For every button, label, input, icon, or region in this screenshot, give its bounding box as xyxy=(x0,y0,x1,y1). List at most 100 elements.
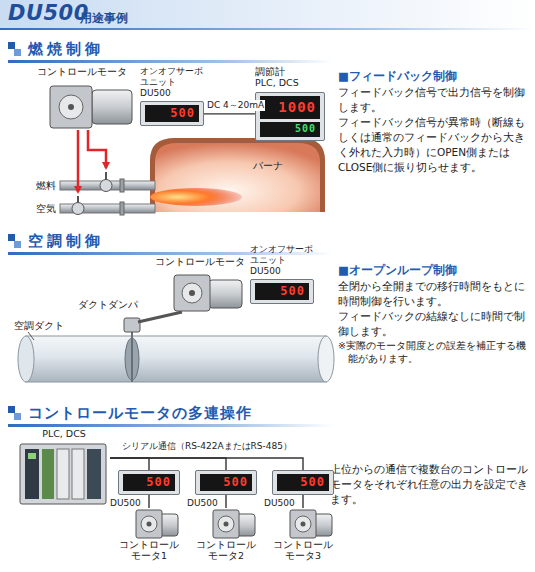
fuel-air-pipes xyxy=(60,179,155,215)
serial-bus-line xyxy=(110,458,303,470)
servo-unit: DU500500 xyxy=(272,470,334,495)
part-label: 空調ダクト xyxy=(14,319,64,332)
air-duct xyxy=(131,330,133,382)
burner-furnace: バーナ xyxy=(150,138,325,212)
node-text: バーナ xyxy=(210,160,325,171)
control-motor-figures xyxy=(136,510,332,538)
unit-housing: 500 xyxy=(195,470,257,495)
title-text: DU500 xyxy=(8,1,89,25)
unit-housing: 500 xyxy=(118,470,180,495)
valves xyxy=(100,180,112,192)
description: フィードバックの結線なしに時間で制御します。 xyxy=(338,309,528,339)
valves xyxy=(77,196,79,203)
section-heading-bars xyxy=(8,60,333,63)
control-motor: コントロールモータ xyxy=(22,66,142,146)
part-label: ダクトダンパ xyxy=(78,298,138,311)
plc-rack xyxy=(42,449,54,499)
servo-unit: オンオフサーボ ユニット DU500 500 xyxy=(140,66,204,126)
control-motor: コントロール モータ3 xyxy=(268,508,338,564)
section-heading: コントロールモータの多連操作 xyxy=(28,403,252,424)
pipe-label: 燃料 xyxy=(36,179,56,193)
control-motor: コントロールモータ xyxy=(150,256,250,316)
display-digits: 1000 xyxy=(260,96,320,120)
air-duct xyxy=(18,330,334,382)
display-digits: 500 xyxy=(123,474,175,491)
section-heading: 燃焼制御 xyxy=(28,39,104,60)
control-motor-figure xyxy=(50,86,92,128)
display-digits: 500 xyxy=(200,474,252,491)
unit-housing: 500 xyxy=(272,470,334,495)
fuel-air-pipes xyxy=(120,202,124,215)
node-text: コントロールモータ xyxy=(150,256,250,267)
note: ※実際のモータ開度との誤差を補正する機能があります。 xyxy=(338,339,528,366)
signal-label: DC 4～20mA xyxy=(206,100,265,111)
display-digits: 500 xyxy=(255,283,309,300)
device-label: DU500 xyxy=(110,498,141,509)
plc-rack xyxy=(25,449,39,499)
display-digits: 500 xyxy=(277,474,329,491)
control-motor-figure xyxy=(50,86,132,128)
control-motor-figure xyxy=(182,283,202,303)
display-digits: 500 xyxy=(260,122,320,137)
plc-rack xyxy=(20,444,106,504)
controller: 調節計 PLC, DCS1000500 xyxy=(255,66,325,141)
furnace xyxy=(150,188,242,206)
section-heading-bars xyxy=(8,234,15,241)
fuel-air-pipes xyxy=(120,179,124,192)
subtitle: 用途事例 xyxy=(80,10,128,27)
controller-housing: 1000 500 xyxy=(255,92,325,141)
node-text: PLC, DCS xyxy=(18,428,110,439)
control-motor-figures xyxy=(290,510,332,538)
control-motor: コントロール モータ1 xyxy=(114,508,184,564)
topic-heading: ■オープンループ制御 xyxy=(338,262,528,278)
topic-heading: ■フィードバック制御 xyxy=(338,68,528,84)
control-motor: コントロール モータ2 xyxy=(191,508,261,564)
section-heading-bars xyxy=(8,42,333,427)
description: 全閉から全開までの移行時間をもとに時間制御を行います。 xyxy=(338,279,528,309)
furnace xyxy=(150,138,325,212)
signal-wire xyxy=(148,495,149,508)
control-motor-figures xyxy=(136,510,178,538)
node-text: コントロールモータ xyxy=(22,66,142,77)
furnace xyxy=(150,138,325,212)
valves xyxy=(105,172,107,180)
servo-unit: DU500500 xyxy=(195,470,257,495)
air-duct xyxy=(318,336,334,382)
signal-wire xyxy=(225,495,226,508)
control-motor-figure xyxy=(174,275,210,311)
description: フィードバック信号で出力信号を制御します。 xyxy=(338,85,528,115)
unit-housing: 500 xyxy=(140,101,204,126)
device-label: オンオフサーボ ユニット DU500 xyxy=(250,244,314,276)
section-heading-bars xyxy=(14,49,21,56)
section-heading-bars xyxy=(8,424,333,427)
linkage-arrows xyxy=(77,130,80,192)
linkage-arrows xyxy=(78,130,106,192)
pipe-label: 空気 xyxy=(36,202,56,216)
description: フィードバック信号が異常時（断線もしくは通常のフィードバックから大きく外れた入力… xyxy=(338,115,528,175)
signal-wire xyxy=(302,495,303,508)
display-digits: 500 xyxy=(145,105,199,122)
control-motor-figures xyxy=(213,510,255,538)
signal-wire xyxy=(204,113,255,114)
air-duct xyxy=(26,336,326,382)
damper-actuator xyxy=(138,312,182,322)
description: 上位からの通信で複数台のコントロールモータをそれぞれ任意の出力を設定できます。 xyxy=(330,462,528,507)
control-motor-figure xyxy=(174,275,242,311)
plc-rack xyxy=(20,444,106,504)
damper-actuator xyxy=(28,332,34,340)
control-motor-figure xyxy=(189,290,195,296)
plc-rack xyxy=(87,449,101,499)
control-motor-figure xyxy=(208,280,242,308)
device-label: オンオフサーボ ユニット DU500 xyxy=(140,66,204,98)
control-motor-figure xyxy=(59,95,83,119)
node-text: コントロール モータ2 xyxy=(191,539,261,562)
serial-bus-line xyxy=(110,458,226,470)
section-heading-bars xyxy=(14,413,21,420)
unit-housing: 500 xyxy=(250,279,314,304)
section-heading-bars xyxy=(8,406,15,413)
control-motor-figure xyxy=(92,90,132,124)
linkage-arrows xyxy=(88,130,106,168)
servo-unit: DU500500 xyxy=(118,470,180,495)
